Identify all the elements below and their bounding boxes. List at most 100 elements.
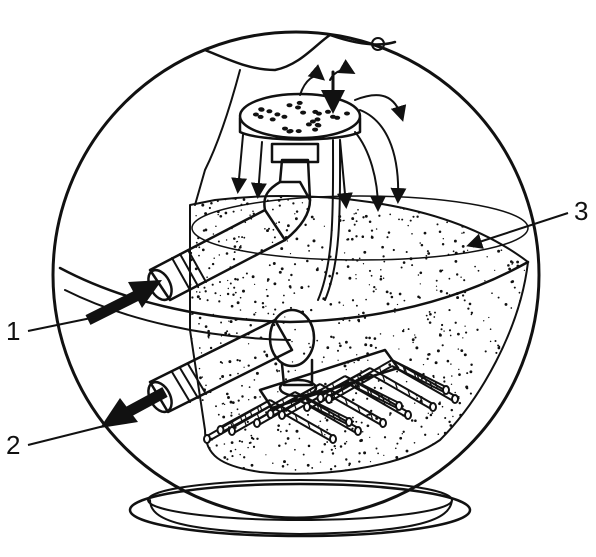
sand-grain: [262, 306, 264, 308]
sand-grain: [446, 221, 448, 223]
sand-grain: [355, 278, 356, 279]
sand-grain: [241, 236, 243, 238]
sand-grain: [262, 302, 264, 304]
sand-grain: [337, 360, 338, 361]
sand-grain: [330, 468, 332, 470]
sand-grain: [235, 318, 237, 320]
sand-grain: [246, 202, 249, 205]
sand-grain: [309, 346, 311, 348]
sand-grain: [205, 325, 208, 328]
sand-grain: [264, 228, 266, 230]
sand-grain: [522, 298, 525, 301]
sand-grain: [397, 304, 398, 305]
sand-grain: [507, 471, 509, 473]
sand-grain: [197, 237, 199, 239]
sand-grain: [367, 424, 370, 427]
sand-grain: [490, 341, 492, 343]
sand-grain: [224, 443, 226, 445]
sand-grain: [191, 439, 194, 442]
sand-grain: [219, 215, 222, 218]
sand-grain: [369, 437, 370, 438]
sand-grain: [287, 370, 289, 372]
sand-grain: [390, 292, 392, 294]
sand-grain: [296, 430, 299, 433]
sand-grain: [420, 283, 421, 284]
sand-grain: [238, 413, 240, 415]
sand-grain: [351, 217, 354, 220]
distributor-hole: [300, 111, 306, 115]
sand-grain: [508, 425, 511, 428]
sand-grain: [395, 456, 398, 459]
sand-grain: [473, 246, 475, 248]
sand-grain: [411, 419, 414, 422]
sand-grain: [293, 292, 295, 294]
sand-grain: [476, 329, 478, 331]
sand-grain: [307, 245, 309, 247]
distributor-hole: [259, 108, 265, 112]
sand-grain: [371, 275, 373, 277]
sand-grain: [495, 224, 497, 226]
sand-grain: [289, 423, 291, 425]
sand-grain: [493, 369, 494, 370]
sand-grain: [394, 308, 397, 311]
sand-grain: [190, 473, 192, 475]
sand-grain: [426, 255, 428, 257]
sand-grain: [249, 324, 252, 327]
sand-grain: [213, 233, 215, 235]
sand-grain: [192, 313, 194, 315]
sand-grain: [277, 371, 278, 372]
sand-grain: [362, 431, 364, 433]
sand-grain: [371, 236, 374, 239]
sand-grain: [237, 373, 239, 375]
sand-grain: [425, 200, 428, 203]
sand-grain: [281, 267, 284, 270]
sand-grain: [316, 340, 318, 342]
sand-grain: [332, 452, 334, 454]
sand-grain: [303, 352, 305, 354]
sand-grain: [412, 216, 414, 218]
sand-grain: [213, 314, 214, 315]
distributor-hole: [325, 110, 331, 114]
sand-grain: [308, 343, 310, 345]
sand-grain: [280, 247, 283, 250]
sand-grain: [321, 361, 322, 362]
sand-grain: [429, 321, 432, 324]
sand-grain: [218, 240, 220, 242]
sand-grain: [515, 443, 517, 445]
sand-grain: [494, 340, 496, 342]
sand-grain: [260, 336, 263, 339]
sand-grain: [458, 373, 461, 376]
sand-grain: [344, 442, 346, 444]
sand-grain: [193, 419, 195, 421]
sand-grain: [434, 312, 436, 314]
sand-grain: [505, 375, 508, 378]
sand-grain: [419, 242, 421, 244]
sand-grain: [511, 423, 513, 425]
sand-grain: [460, 291, 462, 293]
sand-grain: [237, 301, 240, 304]
sand-grain: [219, 281, 221, 283]
sand-grain: [366, 315, 368, 317]
sand-grain: [414, 336, 416, 338]
sand-grain: [210, 347, 212, 349]
sand-grain: [440, 290, 443, 293]
sand-grain: [332, 336, 334, 338]
sand-grain: [244, 429, 246, 431]
sand-grain: [457, 477, 458, 478]
sand-grain: [241, 395, 243, 397]
sand-grain: [393, 195, 395, 197]
sand-grain: [453, 250, 455, 252]
sand-grain: [436, 286, 437, 287]
sand-grain: [446, 213, 448, 215]
sand-grain: [325, 417, 327, 419]
sand-grain: [324, 383, 327, 386]
sand-grain: [444, 417, 446, 419]
sand-grain: [277, 391, 278, 392]
sand-grain: [524, 338, 527, 341]
sand-grain: [373, 286, 375, 288]
sand-grain: [199, 317, 202, 320]
sand-grain: [452, 416, 453, 417]
distributor-hole: [253, 113, 259, 117]
sand-grain: [224, 404, 225, 405]
sand-grain: [246, 272, 248, 274]
